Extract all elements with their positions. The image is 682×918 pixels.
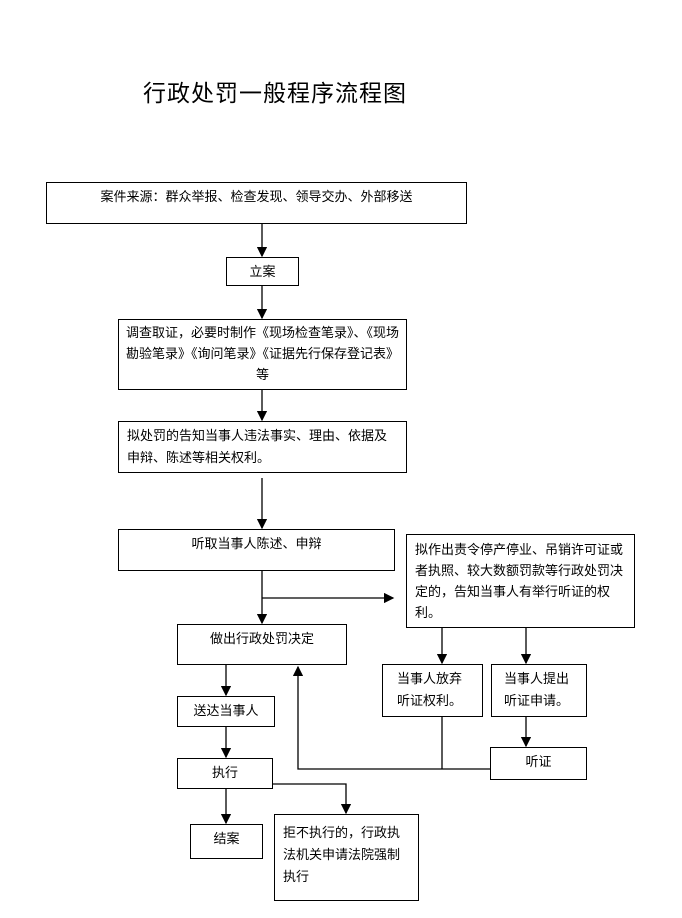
node-waive: 当事人放弃听证权利。 [382,664,483,717]
node-close: 结案 [190,824,263,859]
node-request: 当事人提出听证申请。 [491,664,587,717]
page-title: 行政处罚一般程序流程图 [143,81,407,107]
node-notify: 拟处罚的告知当事人违法事实、理由、依据及申辩、陈述等相关权利。 [118,421,407,473]
node-hear-statement: 听取当事人陈述、申辩 [118,529,395,571]
node-filing: 立案 [226,257,299,286]
node-hearing-notice: 拟作出责令停产停业、吊销许可证或者执照、较大数额罚款等行政处罚决定的，告知当事人… [406,534,635,628]
node-hearing: 听证 [490,747,587,780]
node-decision: 做出行政处罚决定 [177,624,347,665]
node-refuse: 拒不执行的，行政执法机关申请法院强制执行 [274,814,419,901]
node-source: 案件来源：群众举报、检查发现、领导交办、外部移送 [46,182,467,224]
node-investigate: 调查取证，必要时制作《现场检查笔录》、《现场勘验笔录》《询问笔录》《证据先行保存… [118,319,407,390]
node-deliver: 送达当事人 [177,696,275,727]
arrow-hearing-back-to-decision [292,665,490,770]
node-execute: 执行 [177,758,273,789]
arrow-execute-to-refuse [273,783,352,815]
